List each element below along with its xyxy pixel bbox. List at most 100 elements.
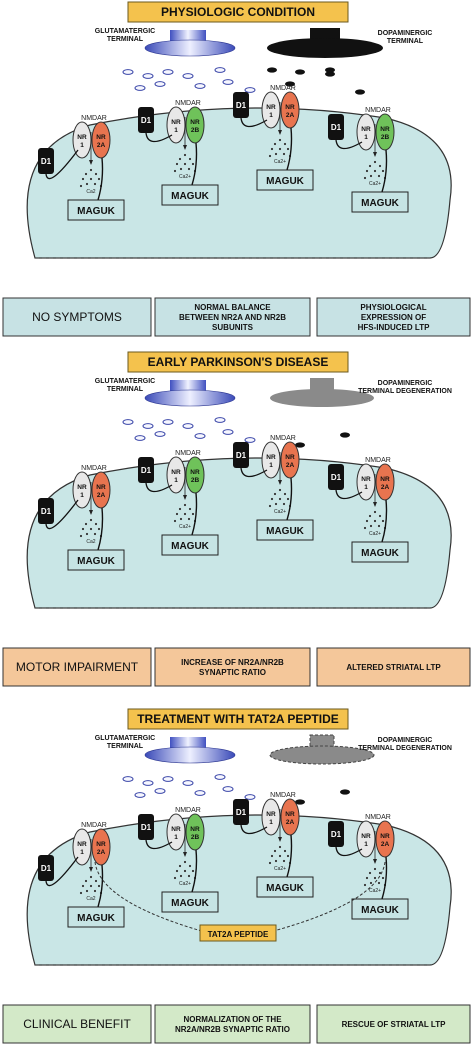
calcium-ion [93, 889, 97, 893]
d1-tail [145, 482, 173, 493]
calcium-ion [89, 168, 93, 172]
calcium-ion [81, 527, 85, 531]
glutamate-vesicle [162, 776, 174, 782]
glutamatergic-terminal [144, 389, 236, 407]
calcium-ion [89, 875, 93, 879]
arrow-head [373, 502, 377, 507]
calcium-ion [278, 497, 282, 501]
dopamine-vesicle [285, 81, 295, 87]
glutamate-vesicle [214, 417, 226, 423]
calcium-ion [85, 532, 89, 536]
nr2-label: NR [380, 833, 390, 840]
d1-receptor [138, 107, 154, 133]
glutamatergic-terminal-stem [170, 737, 206, 749]
nr1-label: NR [171, 469, 181, 476]
outcome-box [154, 647, 311, 687]
calcium-ion [378, 871, 382, 875]
nr1-label: 1 [269, 112, 273, 119]
nr2-label: NR [96, 484, 106, 491]
nmdar-label: NMDAR [365, 814, 391, 821]
d1-label: D1 [236, 808, 247, 817]
calcium-ion [373, 169, 377, 173]
calcium-ion [175, 869, 179, 873]
calcium-ion [81, 177, 85, 181]
calcium-ion [365, 519, 369, 523]
d1-tail [335, 139, 363, 150]
calcium-ion [175, 512, 179, 516]
maguk-label: MAGUK [266, 883, 305, 894]
calcium-ion [268, 861, 272, 865]
calcium-ion [85, 182, 89, 186]
dopaminergic-label: TERMINAL DEGENERATION [358, 745, 452, 752]
arrow-head [373, 152, 377, 157]
d1-label: D1 [331, 473, 342, 482]
arrow-head [89, 160, 93, 165]
calcium-ion [94, 172, 98, 176]
outcome-text: PHYSIOLOGICAL [360, 303, 426, 312]
maguk-box [67, 199, 125, 221]
calcium-ion [179, 517, 183, 521]
maguk-label: MAGUK [361, 198, 400, 209]
glutamatergic-terminal [144, 746, 236, 764]
d1-label: D1 [331, 123, 342, 132]
nr2-label: NR [380, 126, 390, 133]
nr1-label: 1 [364, 134, 368, 141]
maguk-box [256, 876, 314, 898]
nr1-label: 1 [80, 849, 84, 856]
outcome-text: HFS-INDUCED LTP [358, 323, 431, 332]
panel-2: EARLY PARKINSON'S DISEASEGLUTAMATERGICTE… [2, 351, 471, 687]
nr2-label: 2A [286, 462, 295, 469]
calcium-ion [173, 519, 177, 523]
calcium-ion [365, 876, 369, 880]
maguk-box [161, 891, 219, 913]
arrow-head [183, 852, 187, 857]
nr1-label: 1 [80, 492, 84, 499]
calcium-label: Ca2 [86, 189, 95, 195]
nr1-label: NR [266, 104, 276, 111]
dopaminergic-label: DOPAMINERGIC [378, 737, 433, 744]
calcium-ion [173, 876, 177, 880]
calcium-ion [179, 167, 183, 171]
calcium-ion [183, 512, 187, 516]
d1-label: D1 [41, 157, 52, 166]
calcium-ion [79, 534, 83, 538]
calcium-ion [286, 497, 290, 501]
calcium-ion [378, 514, 382, 518]
nr2-label: 2A [381, 484, 390, 491]
maguk-label: MAGUK [171, 898, 210, 909]
d1-label: D1 [141, 466, 152, 475]
nmdar-label: NMDAR [81, 465, 107, 472]
panel-title-box [127, 708, 349, 730]
calcium-ion [274, 152, 278, 156]
nr2b-subunit [185, 106, 205, 144]
outcome-text: RESCUE OF STRIATAL LTP [342, 1020, 447, 1029]
outcome-text: NORMAL BALANCE [194, 303, 271, 312]
calcium-ion [283, 492, 287, 496]
calcium-ion [183, 869, 187, 873]
arrow-head [89, 867, 93, 872]
calcium-ion [79, 184, 83, 188]
calcium-ion [369, 524, 373, 528]
nr1-label: 1 [174, 127, 178, 134]
arrow-head [278, 837, 282, 842]
dopamine-vesicle [295, 442, 305, 448]
nmdar-label: NMDAR [81, 115, 107, 122]
receptor-tail [191, 849, 198, 893]
dopamine-vesicle [325, 67, 335, 73]
calcium-ion [373, 876, 377, 880]
calcium-ion [178, 157, 182, 161]
panel-title: EARLY PARKINSON'S DISEASE [148, 355, 329, 369]
nr2-label: NR [96, 841, 106, 848]
d1-receptor [328, 464, 344, 490]
nmdar-label: NMDAR [175, 100, 201, 107]
maguk-box [67, 549, 125, 571]
glutamate-vesicle [122, 69, 134, 75]
panel-title-box [127, 1, 349, 23]
nr2-label: NR [285, 811, 295, 818]
glutamate-vesicle [244, 794, 256, 800]
calcium-ion [183, 860, 187, 864]
dopaminergic-label: TERMINAL DEGENERATION [358, 388, 452, 395]
maguk-box [351, 191, 409, 213]
